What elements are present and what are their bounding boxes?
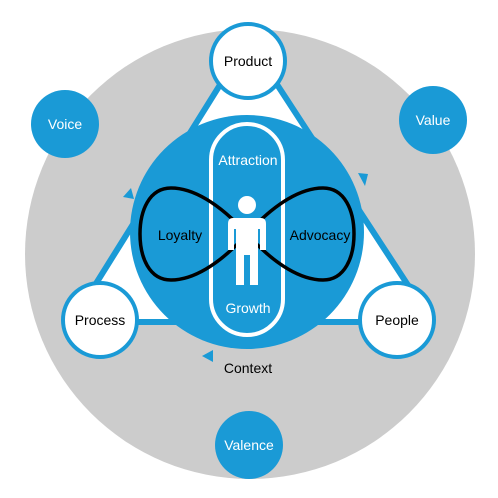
value-node[interactable]: Value [399,86,467,154]
person-icon [228,196,266,285]
arrow-left-edge [123,188,134,199]
valence-label: Valence [224,437,274,453]
voice-label: Voice [48,116,82,132]
voice-node[interactable]: Voice [31,90,99,158]
valence-node[interactable]: Valence [215,411,283,479]
process-label: Process [75,312,126,328]
arrow-bottom-edge [202,350,213,362]
loyalty-label: Loyalty [158,227,202,243]
growth-label: Growth [225,300,270,316]
product-label: Product [224,53,272,69]
value-label: Value [416,112,451,128]
people-node[interactable]: People [358,281,436,359]
advocacy-label: Advocacy [290,227,351,243]
product-node[interactable]: Product [209,22,287,100]
arrow-right-edge [358,173,368,186]
context-label: Context [224,360,272,376]
process-node[interactable]: Process [61,281,139,359]
attraction-label: Attraction [218,152,277,168]
people-label: People [375,312,419,328]
